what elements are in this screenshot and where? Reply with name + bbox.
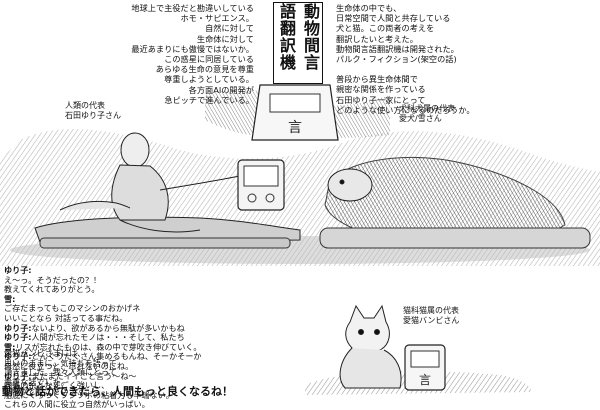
dialogue-text: 蜘蛛の糸とかすごく強いし、 — [4, 380, 110, 391]
caption-cat-role: 猫科猫属の代表 — [403, 306, 459, 315]
translator-device-main — [237, 159, 285, 211]
dialogue-text: 自然に役立つと、忘れないのにね。 — [4, 360, 134, 371]
intro-left-line: 各方面AIの開発が — [188, 84, 254, 95]
dog-figure — [324, 156, 566, 243]
cat-figure — [339, 304, 402, 389]
dialogue-line: ゆり子:またまたイイこと言う〜ね〜 — [4, 370, 344, 382]
translator-device-top: 言 — [251, 84, 339, 141]
dialogue-line: これらの人間に役立つ自然がいっぱい。 — [4, 400, 344, 410]
dialogue-line: 蜘蛛の糸とかすごく強いし、 — [4, 380, 344, 391]
dialogue-text: これらの人間に役立つ自然がいっぱい。 — [4, 399, 150, 410]
dialogue-text: いいことなら 対話ってる事だね。 — [4, 312, 128, 323]
thanks-line: 愛猫バンビさまには、 — [4, 348, 86, 358]
caption-cat-name: 愛猫バンビさん — [403, 316, 460, 325]
intro-right-line: 犬と猫。この両者の考えを — [336, 23, 435, 34]
caption-human-role: 人類の代表 — [65, 101, 105, 110]
dialogue-line: ゆり子: — [4, 265, 344, 276]
dialogue-text: 船底にくっつくフジツボの粘着力も半端ない。 — [4, 389, 174, 400]
caption-human-name: 石田ゆり子さん — [65, 111, 121, 120]
human-mat — [39, 237, 291, 249]
cat-device-label: 言 — [419, 373, 431, 387]
intro-left-line: あらゆる生命の意見を尊重 — [155, 64, 254, 75]
intro-right-line: 翻訳したいと考えた。 — [336, 33, 418, 44]
caption-human: 人類の代表 石田ゆり子さん — [65, 101, 185, 121]
dialogue-text: どんぐりたくさん集めるもんね、そーかそーか — [31, 351, 202, 362]
intro-left-line: ホモ・サピエンス。 — [180, 13, 254, 24]
intro-left-line: 最近あまりにも傲慢ではないか。 — [131, 43, 254, 54]
caption-dog: 犬科犬属の代表 愛犬/雪さん — [399, 104, 539, 124]
dialogue-line: 雪: — [4, 293, 344, 305]
dialogue-speaker: ゆり子: — [4, 265, 32, 275]
intro-right-line: 親密な関係を作っている — [336, 84, 426, 95]
dialogue-speaker: 雪: — [4, 293, 16, 304]
intro-right-line: 動物間言語翻訳機は開発された。 — [336, 43, 459, 54]
translator-device-cat: 言 — [404, 344, 446, 391]
dialogue-line: ゆり子:人間が忘れたモノは・・・そして、私たち — [4, 332, 344, 343]
dialogue-line: いいことなら 対話ってる事だね。 — [4, 312, 344, 324]
title-box: 動物間言語翻訳機 — [273, 2, 323, 84]
caption-dog-role: 犬科犬属の代表 — [399, 104, 455, 113]
dialogue-speaker: 雪: — [4, 341, 16, 352]
intro-right-line: 生命体の中でも、 — [336, 3, 402, 13]
cat-illustration: 言 — [305, 304, 532, 395]
dialogue-text: リスが忘れたものは、森の中で芽吹き伸びていく。 — [15, 341, 202, 352]
dog-bed — [319, 227, 591, 249]
dialogue-speaker: ゆり子: — [4, 322, 32, 333]
intro-left-line: 地球上で主役だと勘違いしている — [131, 3, 254, 13]
dialogue-line: 船底にくっつくフジツボの粘着力も半端ない。 — [4, 389, 344, 401]
caption-dog-name: 愛犬/雪さん — [399, 114, 442, 123]
dialogue-line: 雪:リスが忘れたものは、森の中で芽吹き伸びていく。 — [4, 341, 344, 353]
dialogue-line: ゆり子:ないより、欲があるから無駄が多いかもね — [4, 322, 344, 334]
dialogue-text: ないより、欲があるから無駄が多いかもね — [31, 322, 185, 333]
intro-left-line: 生命体に対して — [196, 33, 254, 44]
main-illustration: 言 — [0, 84, 600, 266]
intro-right-line: パルク・フィクション(架空の話) — [336, 54, 457, 65]
intro-left-line: 自然に対して — [205, 23, 254, 34]
dialogue-speaker: ゆり子: — [4, 332, 32, 343]
dialogue-line: ゆり子:どんぐりたくさん集めるもんね、そーかそーか — [4, 352, 344, 362]
caption-cat: 猫科猫属の代表 愛猫バンビさん — [403, 306, 543, 326]
intro-right-line: どのような使い方になるのだろうか。 — [336, 104, 475, 115]
intro-right-line: 日常空間で人間と共存している — [336, 13, 451, 24]
dialogue-speaker: ゆり子: — [4, 370, 32, 381]
page-title: 動物間言語翻訳機 — [277, 3, 320, 71]
dialogue-text: え〜っ。そうだったの？！ — [4, 274, 102, 285]
dialogue-text: またまたイイこと言う〜ね〜 — [31, 370, 137, 381]
thanks-line: 貴重な話でした。 — [4, 376, 69, 387]
dialogue-speaker: ゆり子: — [4, 351, 32, 362]
dialogue-line: え〜っ。そうだったの？！ — [4, 274, 344, 286]
device-label-text: 言 — [288, 120, 302, 136]
dialogue-line: 教えてくれてありがとう。 — [4, 284, 344, 295]
dialogue-text: ご存だまってもこのマシンのおかげネ — [4, 303, 141, 314]
intro-right-line — [336, 64, 598, 74]
intro-left-line: この惑星に同居している — [164, 54, 254, 65]
thanks-line: 頂きました。我々人類にとって — [4, 367, 117, 378]
dialogue-line: 自然に役立つと、忘れないのにね。 — [4, 360, 344, 372]
thanks-line: 思いのままに、気持ちを語って — [4, 357, 117, 368]
thanks-line: ありがとうございます。 — [4, 386, 93, 397]
intro-right-line: 普段から異生命体間で — [336, 74, 418, 85]
intro-left-line: 尊重しようとしている。 — [164, 74, 254, 85]
thanks-block: 愛猫バンビさまには、 思いのままに、気持ちを語って 頂きました。我々人類にとって… — [4, 348, 304, 397]
dialogue-text: 人間が忘れたモノは・・・そして、私たち — [31, 332, 185, 343]
dialogue-text: 教えてくれてありがとう。 — [4, 284, 100, 295]
closing-line: 動物と話ができたら、人間もっと良くなるね！ — [2, 385, 233, 398]
dialogue-line: ご存だまってもこのマシンのおかげネ — [4, 304, 344, 314]
